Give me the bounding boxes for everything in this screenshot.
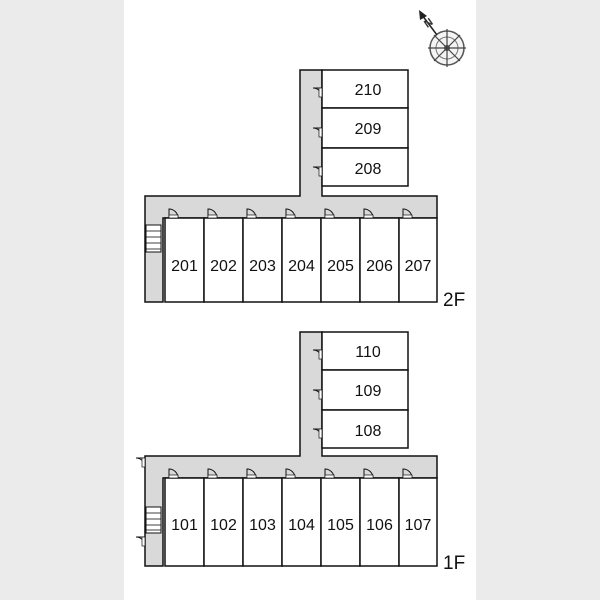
door-icon <box>246 468 257 479</box>
room-number: 107 <box>405 517 432 534</box>
door-icon <box>312 349 323 360</box>
door-icon <box>285 208 296 219</box>
room-number: 104 <box>288 517 315 534</box>
door-icon <box>312 166 323 177</box>
floor-1f: 110 109 108 101 102 103 104 105 106 107 <box>135 331 465 574</box>
room-number: 102 <box>210 517 237 534</box>
door-icon <box>168 208 179 219</box>
door-icon <box>312 87 323 98</box>
room-unit: 103 <box>242 477 283 567</box>
room-unit: 208 <box>321 147 409 187</box>
door-icon <box>312 428 323 439</box>
door-icon <box>285 468 296 479</box>
room-unit: 109 <box>321 369 409 411</box>
floor-label: 1F <box>443 553 465 574</box>
room-unit: 107 <box>398 477 438 567</box>
room-number: 206 <box>366 258 393 275</box>
staircase-icon <box>145 224 162 253</box>
door-icon <box>312 389 323 400</box>
room-unit: 206 <box>359 217 400 303</box>
room-unit: 202 <box>203 217 244 303</box>
compass-rose-icon <box>428 29 466 67</box>
room-number: 205 <box>327 258 354 275</box>
door-icon <box>402 208 413 219</box>
door-icon <box>207 208 218 219</box>
staircase-icon <box>145 506 162 534</box>
door-icon <box>168 468 179 479</box>
room-number: 201 <box>171 258 198 275</box>
room-number: 108 <box>355 423 382 440</box>
room-unit: 204 <box>281 217 322 303</box>
room-unit: 201 <box>164 217 205 303</box>
room-number: 202 <box>210 258 237 275</box>
room-unit: 106 <box>359 477 400 567</box>
room-number: 106 <box>366 517 393 534</box>
room-number: 103 <box>249 517 276 534</box>
room-unit: 104 <box>281 477 322 567</box>
door-icon <box>363 208 374 219</box>
door-icon <box>312 127 323 138</box>
room-number: 203 <box>249 258 276 275</box>
door-icon <box>402 468 413 479</box>
room-number: 109 <box>355 383 382 400</box>
door-icon <box>246 208 257 219</box>
room-number: 207 <box>405 258 432 275</box>
north-label: N <box>422 16 435 30</box>
room-unit: 210 <box>321 69 409 109</box>
room-unit: 209 <box>321 107 409 149</box>
room-number: 209 <box>355 121 382 138</box>
room-unit: 203 <box>242 217 283 303</box>
room-unit: 108 <box>321 409 409 449</box>
door-icon <box>324 468 335 479</box>
room-unit: 101 <box>164 477 205 567</box>
door-icon <box>135 536 146 547</box>
floor-2f: 210 209 208 201 202 203 204 205 206 207 <box>144 69 465 311</box>
door-icon <box>363 468 374 479</box>
room-unit: 105 <box>320 477 361 567</box>
room-number: 105 <box>327 517 354 534</box>
room-unit: 207 <box>398 217 438 303</box>
room-number: 210 <box>355 82 382 99</box>
room-number: 110 <box>355 344 381 361</box>
room-number: 101 <box>171 517 198 534</box>
north-arrow-icon <box>419 10 438 36</box>
door-icon <box>135 457 146 468</box>
door-icon <box>324 208 335 219</box>
room-unit: 205 <box>320 217 361 303</box>
door-icon <box>207 468 218 479</box>
room-number: 204 <box>288 258 315 275</box>
room-unit: 102 <box>203 477 244 567</box>
room-number: 208 <box>355 161 382 178</box>
room-unit: 110 <box>321 331 409 371</box>
right-margin-strip <box>476 0 600 600</box>
left-margin-strip <box>0 0 124 600</box>
floor-label: 2F <box>443 290 465 311</box>
